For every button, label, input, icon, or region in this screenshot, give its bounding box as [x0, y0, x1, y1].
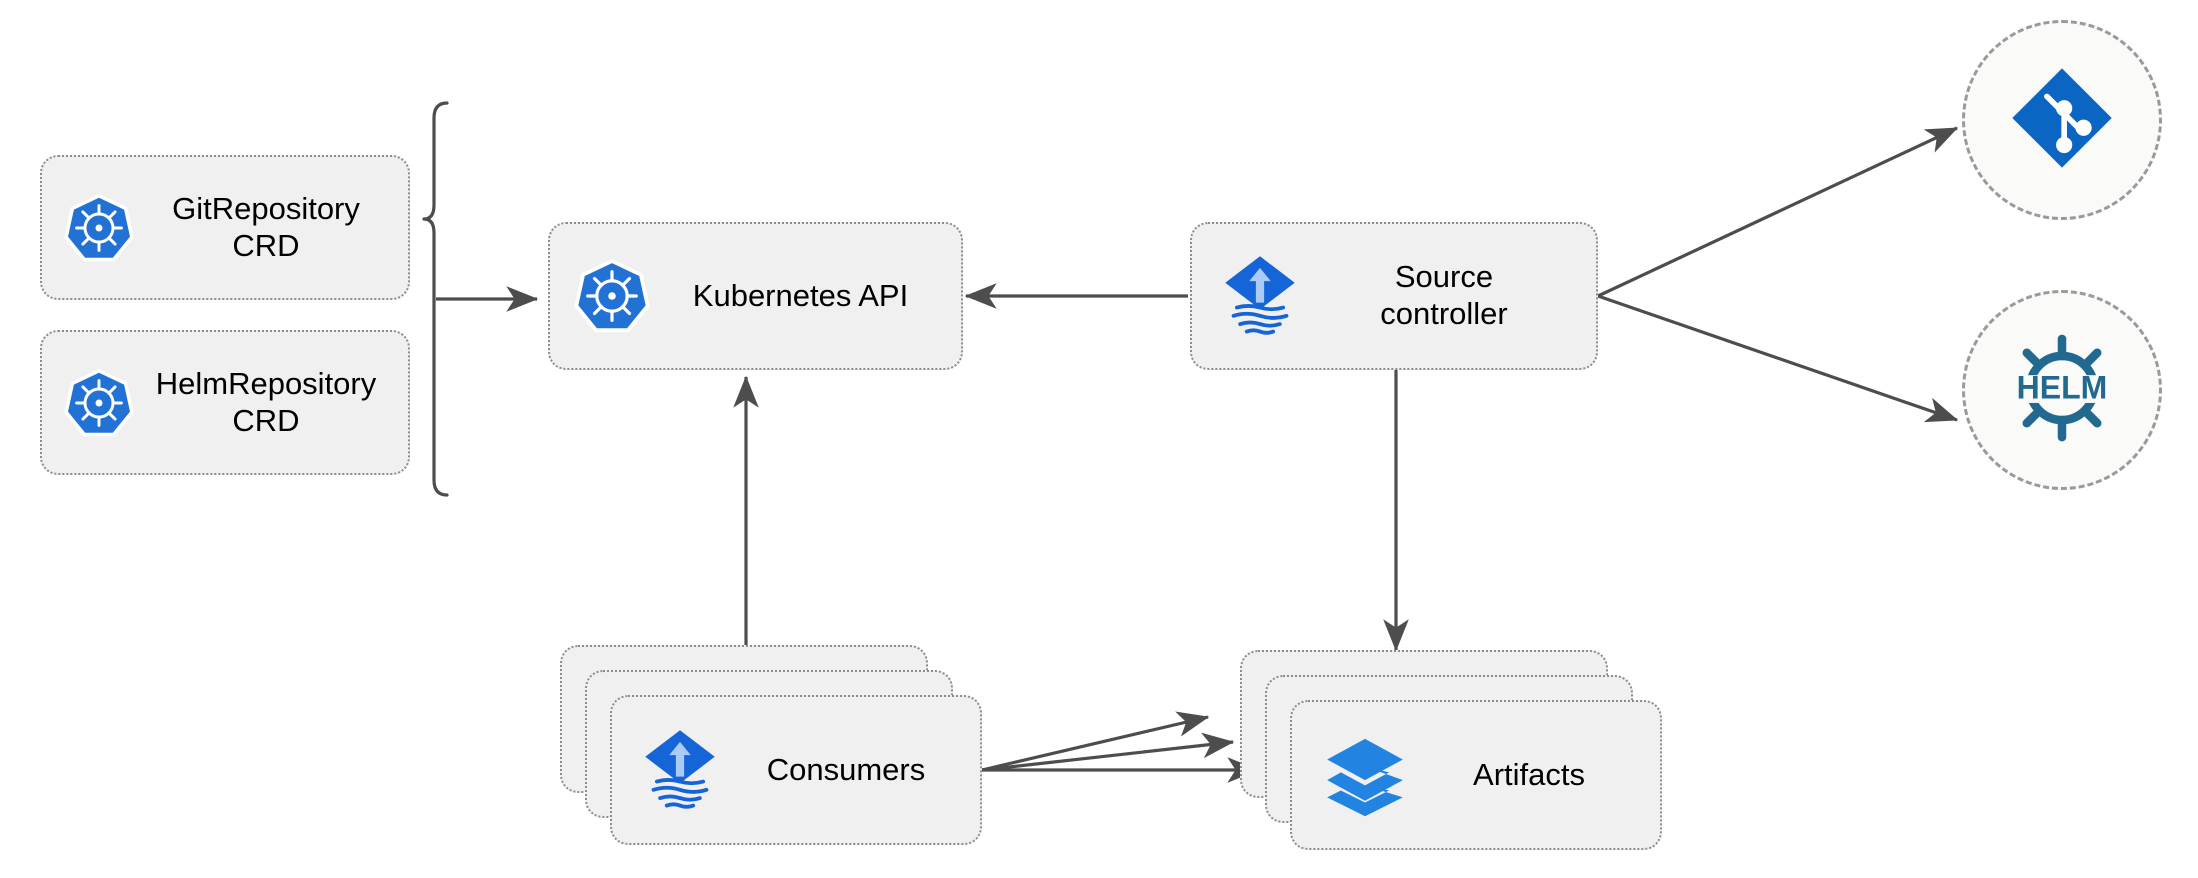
layers-icon [1322, 732, 1408, 818]
kubernetes-icon [574, 258, 650, 334]
node-consumers[interactable]: Consumers [610, 695, 982, 845]
node-label: Kubernetes API [692, 277, 909, 313]
edge-consumers-to-artifacts-middle [981, 732, 1235, 772]
kubernetes-icon [64, 193, 134, 263]
flux-icon [638, 727, 722, 813]
edge-consumers-to-artifacts-back [981, 711, 1210, 772]
node-label: Source controller [1380, 259, 1508, 331]
node-label: Artifacts [1473, 756, 1585, 792]
node-git-source[interactable] [1962, 20, 2162, 220]
git-icon [2008, 64, 2116, 177]
node-kubernetes-api[interactable]: Kubernetes API [548, 222, 963, 370]
node-label: HelmRepository CRD [155, 365, 377, 438]
edge-source-controller-to-helm [1597, 294, 1959, 423]
node-helm-repository-crd[interactable]: HelmRepository CRD [40, 330, 410, 475]
edge-source-controller-to-git [1597, 126, 1959, 298]
node-artifacts[interactable]: Artifacts [1290, 700, 1662, 850]
node-label: GitRepository CRD [172, 190, 360, 263]
node-label: Consumers [766, 751, 926, 787]
helm-icon: HELM [1998, 324, 2126, 457]
kubernetes-icon [64, 368, 134, 438]
node-git-repository-crd[interactable]: GitRepository CRD [40, 155, 410, 300]
node-source-controller[interactable]: Source controller [1190, 222, 1598, 370]
helm-wordmark: HELM [2017, 369, 2108, 405]
node-helm-source[interactable]: HELM [1962, 290, 2162, 490]
crd-group-brace [422, 101, 449, 497]
flux-icon [1218, 253, 1302, 339]
